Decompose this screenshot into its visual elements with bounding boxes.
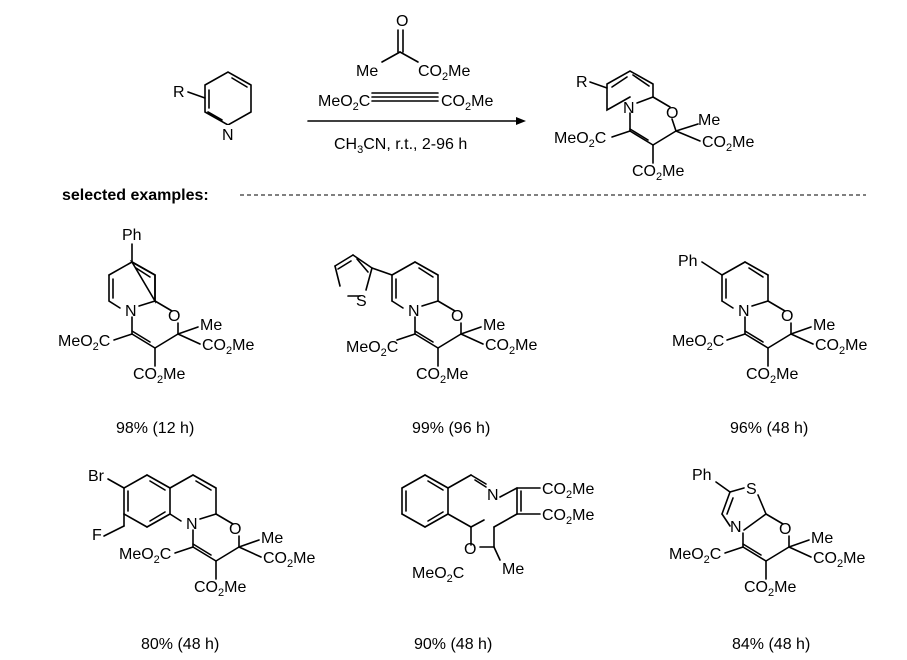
example-4-o: O [229, 521, 241, 538]
example-1-left-ester: MeO2C [58, 333, 110, 353]
product-structure: R N O Me CO2Me MeO2C CO2Me [554, 70, 754, 183]
reactant-pyridine: R N [173, 71, 252, 144]
example-1-n: N [125, 303, 137, 320]
example-3-n: N [738, 303, 750, 320]
example-3-yield: 96% (48 h) [730, 420, 808, 437]
example-3-left-ester: MeO2C [672, 333, 724, 353]
example-5-top-ester: CO2Me [542, 481, 594, 501]
example-6-o: O [779, 521, 791, 538]
example-1-bottom-ester: CO2Me [133, 366, 185, 386]
example-6-right-ester: CO2Me [813, 550, 865, 570]
example-4-left-ester: MeO2C [119, 546, 171, 566]
example-6-bottom-ester: CO2Me [744, 579, 796, 599]
example-6-s: S [746, 481, 757, 498]
section-label: selected examples: [62, 187, 209, 204]
example-6-n: N [730, 519, 742, 536]
example-1-ph: Ph [122, 227, 142, 244]
example-5-n: N [487, 487, 499, 504]
example-4-f: F [92, 527, 102, 544]
example-3-me: Me [813, 317, 835, 334]
reagent-ketone-o: O [396, 13, 408, 30]
reagent-alkyne-left: MeO2C [318, 93, 370, 113]
example-4-right-ester: CO2Me [263, 550, 315, 570]
reagent-ketone-me: Me [356, 63, 378, 80]
example-4-n: N [186, 516, 198, 533]
reagent-ketone-ester: CO2Me [418, 63, 470, 83]
example-4-br: Br [88, 468, 105, 485]
example-2-bottom-ester: CO2Me [416, 366, 468, 386]
example-4-structure: Br F N O Me CO2Me MeO2C [88, 468, 315, 599]
example-6-me: Me [811, 530, 833, 547]
example-5-structure: N O Me CO2Me CO2Me MeO2C [401, 474, 594, 585]
example-2-left-ester: MeO2C [346, 339, 398, 359]
reactant-n-label: N [222, 127, 234, 144]
product-r-label: R [576, 74, 588, 91]
product-right-ester: CO2Me [702, 134, 754, 154]
example-5-me: Me [502, 561, 524, 578]
product-bottom-ester: CO2Me [632, 163, 684, 183]
example-3-o: O [781, 308, 793, 325]
reagent-pyruvate: O Me CO2Me [356, 13, 470, 83]
example-5-o: O [464, 541, 476, 558]
example-1-o: O [168, 308, 180, 325]
example-2-me: Me [483, 317, 505, 334]
product-n-label: N [623, 100, 635, 117]
example-6-yield: 84% (48 h) [732, 636, 810, 653]
example-6-structure: Ph S N O Me CO2Me MeO2C CO2Me [669, 467, 865, 599]
product-me-label: Me [698, 112, 720, 129]
example-1-yield: 98% (12 h) [116, 420, 194, 437]
reaction-conditions: CH3CN, r.t., 2-96 h [334, 136, 467, 156]
example-4-me: Me [261, 530, 283, 547]
example-6-left-ester: MeO2C [669, 546, 721, 566]
product-left-ester: MeO2C [554, 130, 606, 150]
example-1-right-ester: CO2Me [202, 337, 254, 357]
example-4-bottom-ester: CO2Me [194, 579, 246, 599]
example-5-mid-ester: CO2Me [542, 507, 594, 527]
example-2-o: O [451, 308, 463, 325]
example-6-ph: Ph [692, 467, 712, 484]
example-5-yield: 90% (48 h) [414, 636, 492, 653]
product-o-label: O [666, 105, 678, 122]
example-1-me: Me [200, 317, 222, 334]
example-3-structure: Ph N O Me CO2Me MeO2C CO2Me [672, 253, 867, 386]
example-2-n: N [408, 303, 420, 320]
reagent-alkyne-right: CO2Me [441, 93, 493, 113]
example-4-yield: 80% (48 h) [141, 636, 219, 653]
example-3-bottom-ester: CO2Me [746, 366, 798, 386]
example-2-s: S [356, 293, 367, 310]
reagent-dmad: MeO2C CO2Me [318, 92, 493, 113]
reactant-r-label: R [173, 84, 185, 101]
example-2-right-ester: CO2Me [485, 337, 537, 357]
reaction-arrow [307, 117, 526, 125]
example-2-yield: 99% (96 h) [412, 420, 490, 437]
example-5-left-ester: MeO2C [412, 565, 464, 585]
example-3-right-ester: CO2Me [815, 337, 867, 357]
example-2-structure: S N O Me CO2Me MeO2C CO2Me [334, 254, 537, 386]
example-1-structure: Ph N O Me CO2Me MeO2C CO2Me [58, 227, 254, 386]
example-3-ph: Ph [678, 253, 698, 270]
